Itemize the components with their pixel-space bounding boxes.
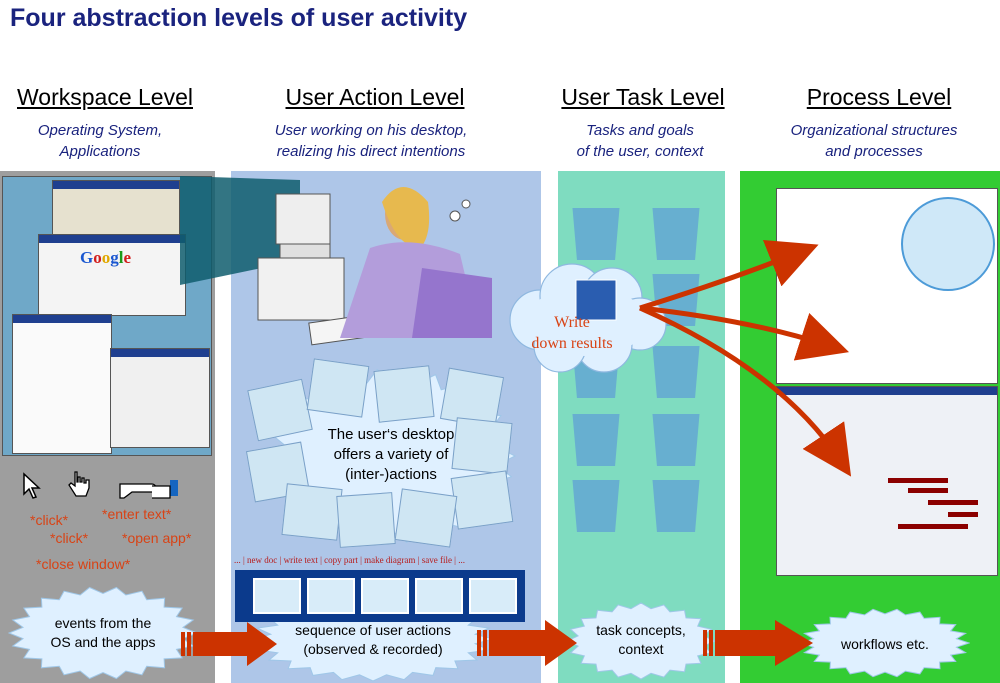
task-icon	[652, 346, 700, 398]
burst-line: context	[618, 641, 664, 657]
calculator-icon	[450, 470, 514, 530]
browser-window-screenshot	[52, 180, 180, 238]
write-down-results-cloud	[509, 263, 667, 373]
process-starburst-label: workflows etc.	[841, 635, 929, 652]
subtitle-line: Operating System,	[37, 122, 163, 139]
gantt-chart-icon	[888, 478, 978, 529]
workspace-level-subtitle: Operating System, Applications	[0, 120, 220, 162]
workspace-level-heading: Workspace Level	[17, 84, 193, 110]
event-enter-text: *enter text*	[102, 506, 172, 522]
burst-line: sequence of user actions	[295, 622, 451, 638]
task-icon	[572, 208, 620, 260]
desktop-actions-line: offers a variety of	[333, 446, 449, 463]
cloud-line: down results	[531, 335, 613, 352]
subtitle-line: Organizational structures	[790, 122, 958, 139]
event-click-2: *click*	[50, 530, 89, 546]
desktop-actions-line: The user‘s desktop	[327, 426, 455, 443]
event-click-1: *click*	[30, 512, 69, 528]
user-at-desktop-illustration	[257, 187, 492, 346]
organization-circle	[901, 197, 995, 291]
stamp-icon	[394, 488, 458, 548]
write-down-results-label: Write down results	[514, 312, 630, 354]
burst-line: events from the	[54, 615, 152, 631]
page-title: Four abstraction levels of user activity	[10, 4, 468, 32]
google-window-screenshot	[38, 234, 186, 316]
pen-icon	[306, 358, 370, 418]
film-strip-label: ... | new doc | write text | copy part |…	[234, 555, 465, 565]
cloud-line: Write	[554, 314, 590, 331]
explorer-window-screenshot	[110, 348, 210, 448]
subtitle-line: User working on his desktop,	[274, 122, 468, 139]
pointing-hand-icon	[119, 480, 178, 499]
scissors-icon	[281, 483, 343, 541]
action-film-strip	[235, 570, 525, 622]
subtitle-line: realizing his direct intentions	[276, 143, 466, 160]
event-open-app: *open app*	[122, 530, 192, 546]
flow-arrows	[181, 620, 813, 666]
film-frame	[361, 578, 409, 614]
folder-icon	[451, 417, 513, 475]
arrow-cursor-icon	[23, 472, 41, 499]
film-frame	[469, 578, 517, 614]
task-icon	[652, 480, 700, 532]
window-titlebar	[111, 349, 209, 357]
window-titlebar	[39, 235, 185, 243]
hand-cursor-icon	[68, 471, 90, 497]
subtitle-line: and processes	[825, 143, 923, 160]
window-titlebar	[53, 181, 179, 189]
workspace-starburst-shape	[8, 586, 198, 680]
task-icon	[572, 480, 620, 532]
subtitle-line: Tasks and goals	[586, 122, 694, 139]
workflow-tool-screenshot	[776, 386, 998, 576]
process-level-heading: Process Level	[806, 84, 952, 110]
task-icon	[652, 414, 700, 466]
process-level-subtitle: Organizational structures and processes	[754, 120, 994, 162]
task-icon	[572, 414, 620, 466]
cabinet-icon	[373, 365, 435, 423]
user-action-level-subtitle: User working on his desktop, realizing h…	[251, 120, 491, 162]
workspace-starburst-label: events from the OS and the apps	[18, 606, 188, 660]
word-window-screenshot	[12, 314, 112, 454]
desktop-actions-line: (inter-)actions	[345, 466, 437, 483]
burst-line: (observed & recorded)	[303, 641, 443, 657]
window-titlebar	[13, 315, 111, 323]
event-close-window: *close window*	[36, 556, 131, 572]
subtitle-line: of the user, context	[576, 143, 704, 160]
google-logo: Google	[80, 248, 132, 267]
results-arrows	[638, 239, 852, 477]
task-icon	[652, 208, 700, 260]
user-action-starburst-label: sequence of user actions (observed & reco…	[262, 612, 484, 668]
film-frame	[415, 578, 463, 614]
burst-line: task concepts,	[596, 622, 686, 638]
drawing-tool-icon	[336, 492, 396, 548]
window-titlebar	[777, 387, 997, 395]
user-task-level-subtitle: Tasks and goals of the user, context	[520, 120, 760, 162]
user-task-starburst-label: task concepts, context	[576, 614, 706, 666]
film-frame	[253, 578, 301, 614]
user-action-level-heading: User Action Level	[285, 84, 465, 110]
subtitle-line: Applications	[59, 143, 141, 160]
film-frame	[307, 578, 355, 614]
burst-line: OS and the apps	[50, 634, 156, 650]
user-task-level-heading: User Task Level	[561, 84, 725, 110]
desktop-actions-label: The user‘s desktop offers a variety of (…	[296, 420, 486, 490]
